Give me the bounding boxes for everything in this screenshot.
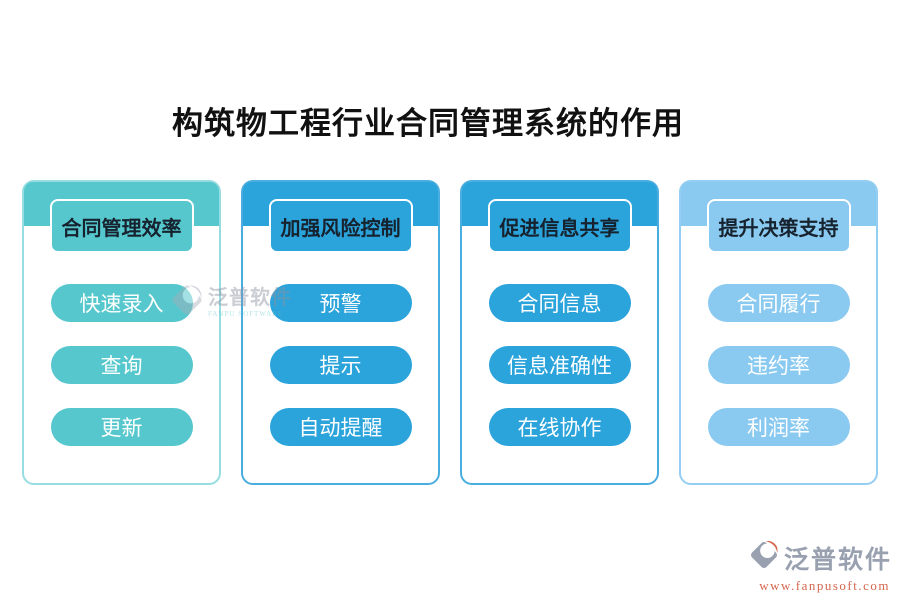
cards-row: 合同管理效率 快速录入 查询 更新 加强风险控制 预警 提示 自动提醒 促进信息… [22,180,878,485]
pill-list: 合同履行 违约率 利润率 [681,284,876,446]
pill-item: 快速录入 [50,284,193,322]
pill-list: 预警 提示 自动提醒 [243,284,438,446]
brand-row: 泛普软件 [747,538,892,577]
page-title: 构筑物工程行业合同管理系统的作用 [172,106,684,141]
pill-item: 预警 [269,284,412,322]
brand-url: www.fanpusoft.com [759,578,890,593]
pill-item: 在线协作 [488,408,631,446]
pill-item: 合同履行 [707,284,850,322]
pill-list: 合同信息 信息准确性 在线协作 [462,284,657,446]
card-header-badge: 促进信息共享 [487,199,632,253]
card-contract-management-efficiency: 合同管理效率 快速录入 查询 更新 [22,180,221,485]
pill-item: 信息准确性 [488,346,631,384]
card-information-sharing: 促进信息共享 合同信息 信息准确性 在线协作 [460,180,659,485]
pill-item: 更新 [50,408,193,446]
brand-name: 泛普软件 [783,546,892,574]
pill-item: 提示 [269,346,412,384]
card-decision-support: 提升决策支持 合同履行 违约率 利润率 [679,180,878,485]
brand-footer: 泛普软件 www.fanpusoft.com [747,538,892,594]
card-risk-control: 加强风险控制 预警 提示 自动提醒 [241,180,440,485]
pill-item: 合同信息 [488,284,631,322]
pill-list: 快速录入 查询 更新 [24,284,219,446]
pill-item: 查询 [50,346,193,384]
pill-item: 自动提醒 [269,408,412,446]
card-header-badge: 合同管理效率 [49,199,194,253]
card-header-badge: 提升决策支持 [706,199,851,253]
card-header-badge: 加强风险控制 [268,199,413,253]
pill-item: 利润率 [707,408,850,446]
pill-item: 违约率 [707,346,850,384]
fanpu-logo-icon [747,538,781,577]
